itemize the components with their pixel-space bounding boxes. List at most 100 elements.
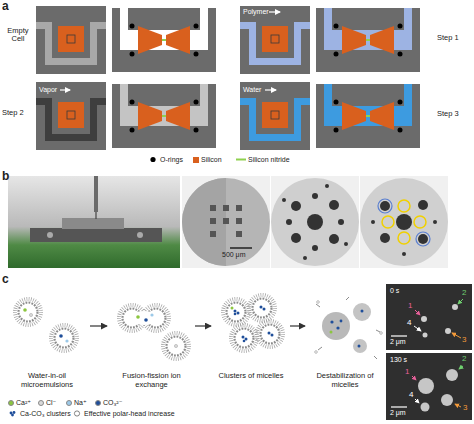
micrograph-marked	[378, 199, 392, 213]
legend-entry: CO₃²⁻	[95, 399, 122, 407]
legend-entry: Na⁺	[66, 399, 87, 407]
micrograph-chip	[236, 231, 242, 237]
legend-label: CO₃²⁻	[103, 399, 122, 407]
legend-sample	[148, 156, 158, 163]
stage-label: Water-in-oil microemulsions	[4, 372, 90, 389]
part-label: Step 2	[2, 109, 24, 117]
micrograph-chip	[182, 176, 270, 268]
micelle-drawing	[315, 301, 383, 354]
micrograph-start	[445, 328, 451, 334]
micelle-drawing	[136, 315, 140, 319]
label-holder: 500 μm	[222, 251, 246, 259]
micrograph-later	[386, 353, 472, 420]
label-holder: 2	[462, 289, 466, 298]
legend-entry: Ca-CO₃ clusters	[8, 410, 71, 418]
micrograph-droplets	[307, 214, 323, 230]
cell-cross-section	[130, 24, 199, 57]
legend-sample	[236, 156, 246, 163]
micelle-drawing	[353, 339, 367, 353]
label-holder: 4	[407, 319, 411, 328]
micelle-drawing	[234, 306, 274, 343]
micrograph-chip	[230, 247, 252, 249]
micrograph-droplets	[325, 184, 329, 188]
micrograph-droplets	[291, 201, 301, 211]
micelle-drawing	[346, 297, 349, 300]
micelle-drawing	[174, 344, 177, 347]
micelle-drawing	[358, 345, 361, 348]
micelle-drawing	[150, 313, 153, 316]
micelle-drawing	[260, 306, 263, 309]
callout-label: Vapor	[39, 86, 57, 94]
micrograph-chip	[223, 218, 229, 224]
legend-entry: O-rings	[148, 156, 183, 164]
micelle-drawing	[271, 334, 274, 337]
callout-label: 2 μm	[390, 409, 406, 417]
micrograph-marked	[418, 200, 428, 210]
process-stage: Water-in-oil microemulsions	[4, 288, 90, 389]
label-holder: b	[2, 170, 9, 183]
micrograph-droplets	[271, 178, 359, 266]
panel-letter: b	[2, 170, 9, 183]
cell-cross-section	[316, 8, 420, 72]
micrograph-chip	[210, 205, 216, 211]
cell-cross-section	[112, 84, 216, 148]
legend-label: Na⁺	[74, 399, 87, 407]
micrograph-start	[391, 335, 407, 336]
callout-label: Water	[243, 86, 261, 94]
cell-cross-section	[316, 84, 420, 148]
micrograph-marked	[360, 176, 448, 268]
micelle-drawing	[130, 311, 158, 325]
callout-label: 3	[462, 336, 466, 345]
callout-label: 4	[409, 391, 413, 400]
label-holder: a	[2, 0, 9, 13]
process-stage: Destabilization of micelles	[306, 288, 384, 389]
micrograph-later	[446, 369, 458, 381]
micelle-drawing	[316, 304, 320, 307]
micelle-drawing	[340, 320, 343, 323]
cell-top-view	[240, 98, 310, 141]
panel-letter: a	[2, 0, 9, 13]
process-stage: Fusion-fission ion exchange	[108, 288, 195, 389]
cell-top-view	[36, 6, 106, 74]
micelle-drawing	[361, 310, 364, 313]
holder-photo	[95, 212, 96, 219]
micelle-drawing	[330, 310, 363, 348]
legend-label: O-rings	[160, 156, 183, 164]
micrograph-droplets	[329, 200, 339, 210]
label-holder: 2	[462, 355, 466, 364]
stage-label: Destabilization of micelles	[306, 372, 384, 389]
micelle-drawing	[237, 312, 240, 315]
legend-swatch	[193, 157, 199, 163]
micrograph-droplets	[286, 219, 292, 225]
micelle-drawing	[318, 347, 322, 350]
micelle-drawing	[231, 325, 257, 351]
legend-sample	[13, 411, 16, 414]
micelle-drawing	[234, 310, 237, 313]
label-holder: 2 μm	[390, 409, 406, 417]
micelle-drawing	[330, 331, 333, 334]
legend-sample	[11, 414, 14, 417]
micrograph-later	[455, 404, 461, 407]
micrograph-droplets	[312, 245, 318, 251]
legend-swatch	[38, 400, 44, 406]
cell-cross-section	[324, 8, 412, 50]
legend-sample	[8, 410, 18, 417]
micrograph-start	[415, 310, 420, 315]
callout-label: 4	[407, 319, 411, 328]
legend-swatch	[8, 400, 14, 406]
micelle-drawing	[243, 340, 246, 343]
flow-arrow	[195, 325, 211, 326]
micelle-drawing	[249, 295, 275, 321]
micrograph-chip	[182, 178, 270, 266]
label-holder: Water	[243, 86, 261, 94]
micrograph-start	[452, 333, 461, 338]
label-holder: Empty Cell	[2, 27, 34, 44]
legend-label: Ca-CO₃ clusters	[20, 410, 71, 418]
micrograph-later	[459, 366, 463, 369]
micrograph-later	[418, 378, 434, 394]
micelle-drawing	[257, 321, 283, 347]
micrograph-marked	[360, 176, 448, 268]
cell-top-view	[262, 26, 288, 52]
legend-entry: Silicon nitride	[236, 156, 290, 164]
